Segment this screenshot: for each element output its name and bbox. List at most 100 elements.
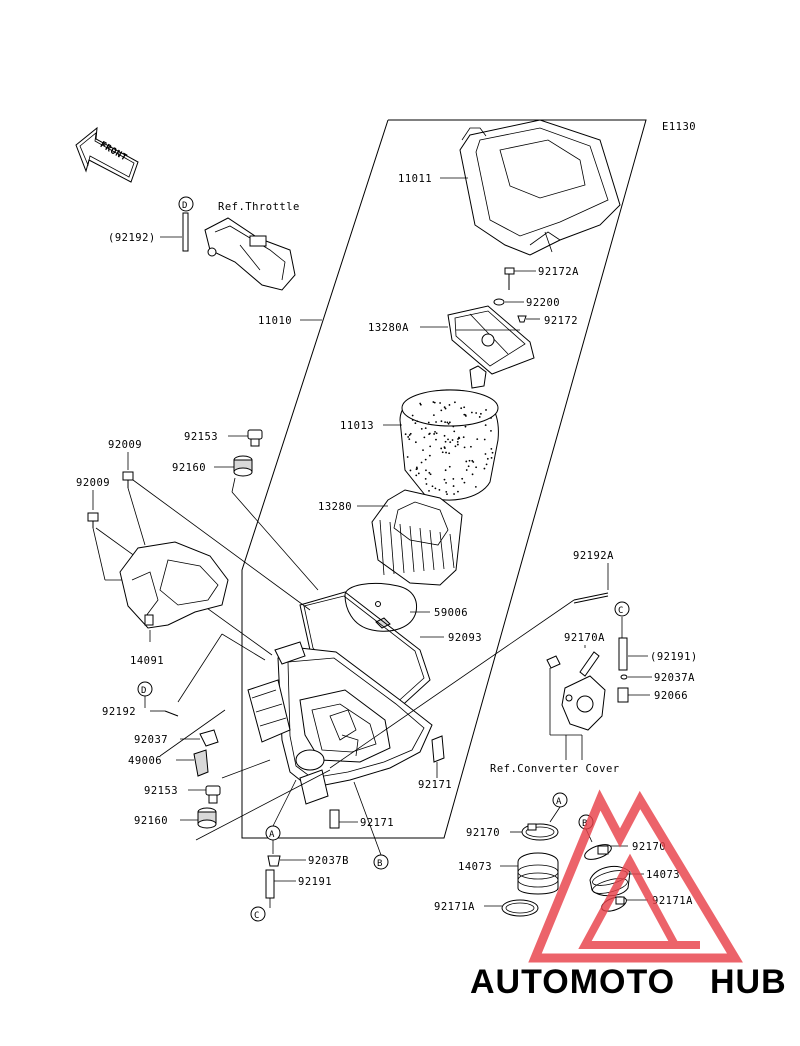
clamp-92171-mid xyxy=(431,735,445,763)
watermark-text-2: HUB xyxy=(710,963,787,1001)
ref-marker-d-mid-label: D xyxy=(141,686,147,696)
screw-92009-b xyxy=(87,512,99,528)
front-arrow-icon: FRONT xyxy=(75,126,139,183)
filter-texture-dot xyxy=(475,412,478,414)
filter-texture-dot xyxy=(407,436,410,438)
filter-texture-dot xyxy=(463,481,466,484)
filter-texture-dot xyxy=(425,469,427,472)
callout-92170-left: 92170 xyxy=(466,827,500,839)
filter-texture-dot xyxy=(429,445,432,448)
callout-92191-paren: (92191) xyxy=(650,651,698,663)
callout-92037a: 92037A xyxy=(654,672,695,684)
filter-texture-dot xyxy=(444,440,447,443)
callout-92009-b: 92009 xyxy=(76,477,110,489)
frame-rib xyxy=(449,533,455,569)
filter-texture-dot xyxy=(409,469,412,472)
filter-texture-dot xyxy=(404,433,407,436)
ref-marker-a-right-label: A xyxy=(556,797,562,807)
callout-92066: 92066 xyxy=(654,690,688,702)
grommet-92160-top xyxy=(233,455,253,477)
screw-92009-a xyxy=(122,471,134,488)
ref-converter-cover-label: Ref.Converter Cover xyxy=(490,763,620,775)
filter-texture-dot xyxy=(416,467,418,470)
clip-92037b xyxy=(267,855,281,867)
callout-49006: 49006 xyxy=(128,755,162,767)
filter-texture-dot xyxy=(483,438,486,441)
filter-texture-dot xyxy=(457,490,459,493)
filter-texture-dot xyxy=(454,445,457,448)
callout-92192a: 92192A xyxy=(573,550,614,562)
grommet-92160-bottom xyxy=(197,807,217,829)
filter-texture-dot xyxy=(435,438,437,441)
filter-texture-dot xyxy=(425,483,428,485)
filter-texture-dot xyxy=(465,469,468,471)
filter-texture-dot xyxy=(476,438,479,441)
filter-texture-dot xyxy=(472,461,475,463)
filter-texture-dot xyxy=(441,451,444,454)
filter-texture-dot xyxy=(456,441,459,443)
filter-texture-dot xyxy=(424,458,427,461)
callout-92093: 92093 xyxy=(448,632,482,644)
filter-texture-dot xyxy=(415,466,418,469)
clamp-92171-low xyxy=(329,809,340,829)
clip-92037 xyxy=(199,729,219,747)
washer-92200 xyxy=(493,298,505,306)
filter-texture-dot xyxy=(411,419,414,421)
callout-92192-paren: (92192) xyxy=(108,232,156,244)
filter-texture-dot xyxy=(490,429,492,432)
filter-texture-dot xyxy=(415,474,418,477)
filter-texture-dot xyxy=(485,463,488,466)
filter-texture-dot xyxy=(468,459,471,462)
filter-texture-dot xyxy=(424,478,427,480)
callout-92037b: 92037B xyxy=(308,855,349,867)
filter-texture-dot xyxy=(434,430,436,433)
callout-92172a: 92172A xyxy=(538,266,579,278)
frame-rib xyxy=(399,523,405,574)
filter-texture-dot xyxy=(452,485,455,487)
bolt-92153-bottom xyxy=(205,785,221,804)
assembly-bracket-11010 xyxy=(241,119,647,839)
element-holder-13280a xyxy=(447,305,535,389)
filter-texture-dot xyxy=(484,424,487,427)
filter-texture-dot xyxy=(463,406,466,409)
frame-rib xyxy=(409,525,415,573)
cable-pin xyxy=(182,212,189,252)
filter-texture-dot xyxy=(416,420,419,423)
air-cleaner-housing xyxy=(247,641,433,805)
ref-marker-c-right-label: C xyxy=(618,606,624,616)
clamp-92170-left xyxy=(521,823,559,841)
callout-92192: 92192 xyxy=(102,706,136,718)
filter-texture-dot xyxy=(424,427,427,430)
screw-92172 xyxy=(517,315,527,323)
filter-texture-dot xyxy=(471,459,474,462)
filter-texture-dot xyxy=(443,478,446,481)
clamp-92170-right xyxy=(584,844,612,860)
hose-92191-bottom xyxy=(265,869,275,899)
filter-texture-dot xyxy=(463,413,466,416)
callout-13280: 13280 xyxy=(318,501,352,513)
filter-texture-dot xyxy=(432,414,435,417)
filter-texture-dot xyxy=(470,445,472,448)
filter-texture-dot xyxy=(471,473,474,476)
filter-texture-dot xyxy=(490,447,493,450)
callout-92170-right: 92170 xyxy=(632,841,666,853)
filter-texture-dot xyxy=(449,441,452,444)
filter-texture-dot xyxy=(439,402,442,404)
callout-13280a: 13280A xyxy=(368,322,409,334)
callout-14091: 14091 xyxy=(130,655,164,667)
ref-marker-d-top-label: D xyxy=(182,201,188,211)
filter-texture-dot xyxy=(438,488,441,491)
callout-11011: 11011 xyxy=(398,173,432,185)
filter-texture-dot xyxy=(435,432,438,435)
ref-throttle-label: Ref.Throttle xyxy=(218,201,300,213)
rod-92192a xyxy=(573,592,609,601)
frame-rib xyxy=(419,527,425,572)
bolt-92153-top xyxy=(247,429,263,447)
filter-texture-dot xyxy=(435,421,437,423)
filter-texture-dot xyxy=(428,432,431,435)
throttle-linkage xyxy=(204,217,296,291)
filter-texture-dot xyxy=(446,493,448,495)
frame-rib xyxy=(379,519,385,576)
filter-texture-dot xyxy=(475,466,478,469)
